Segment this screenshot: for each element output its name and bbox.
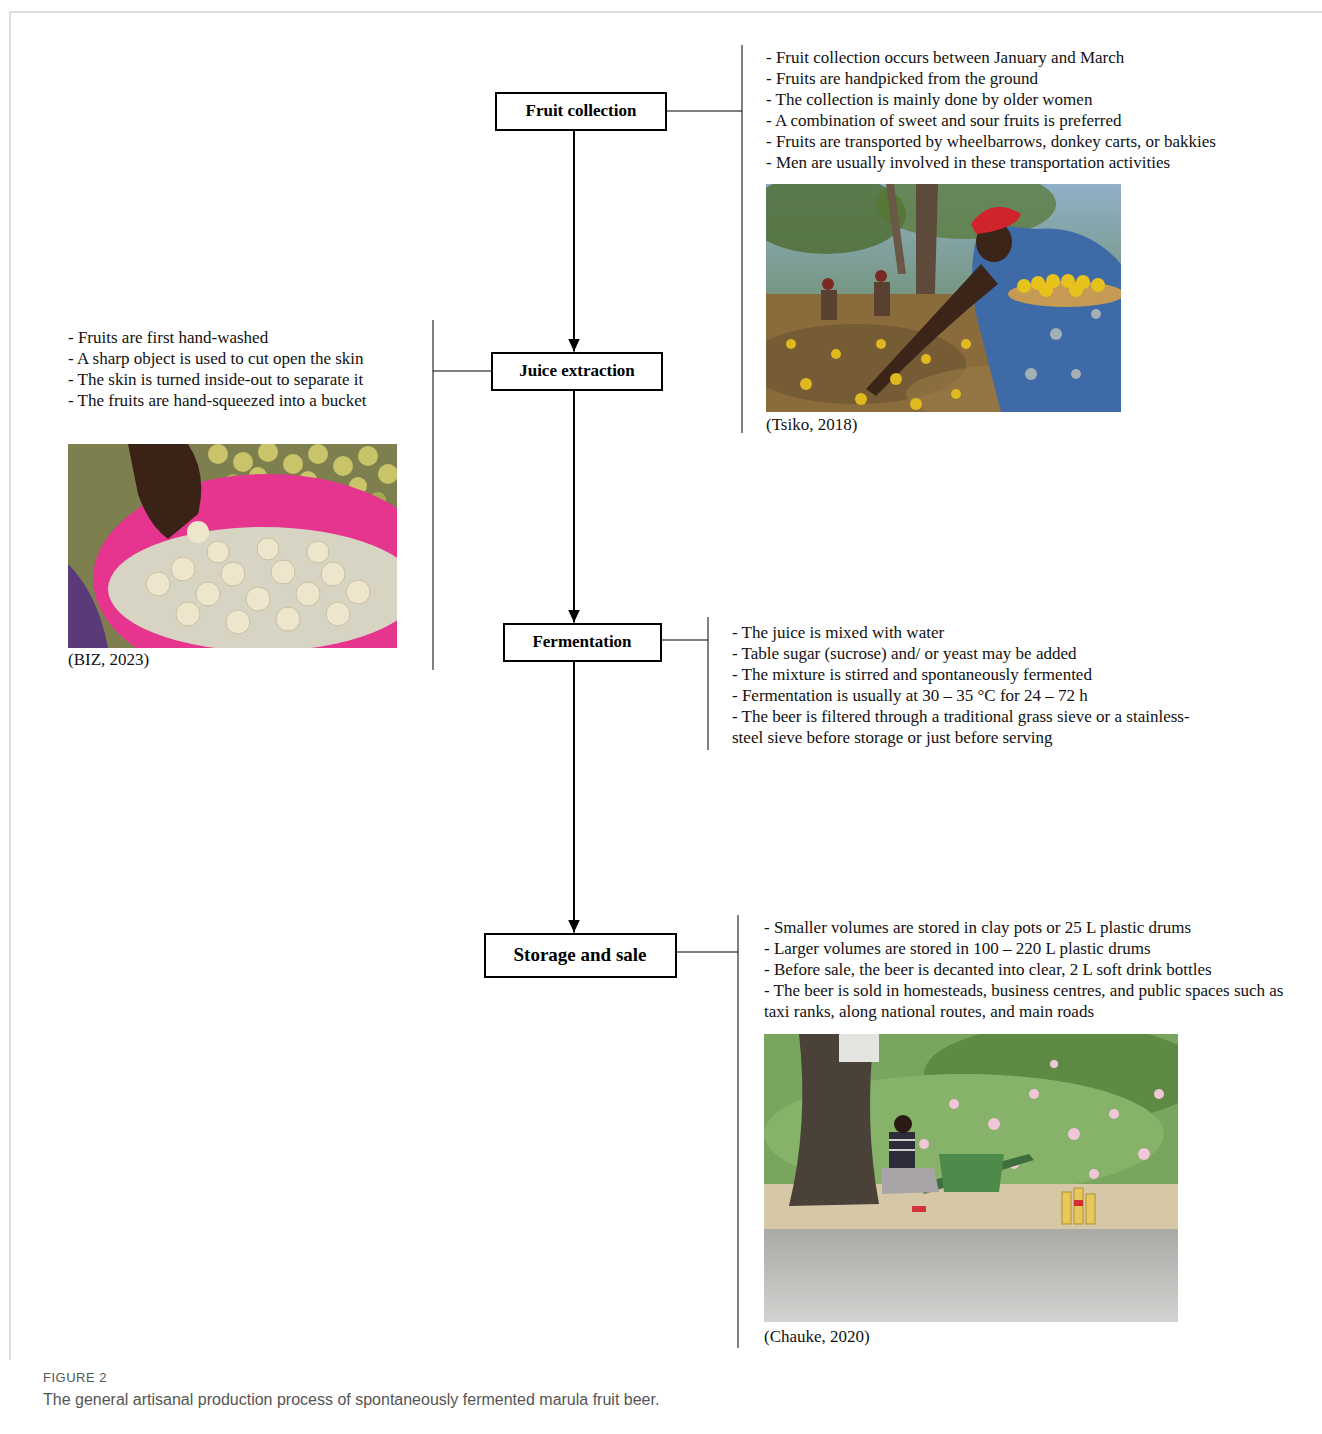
process-label: Storage and sale: [514, 944, 647, 967]
flow-arrow: [573, 131, 575, 352]
bullet-note: - Men are usually involved in these tran…: [766, 152, 1311, 173]
frame-line: [10, 12, 1322, 13]
bullet-note: - The fruits are hand-squeezed into a bu…: [68, 390, 428, 411]
note-group: - Smaller volumes are stored in clay pot…: [764, 917, 1287, 1022]
process-label: Juice extraction: [519, 361, 635, 381]
note-group: (BIZ, 2023): [68, 649, 368, 670]
bullet-note: - Fermentation is usually at 30 – 35 °C …: [732, 685, 1197, 706]
process-box: Storage and sale: [484, 933, 677, 978]
process-box: Fruit collection: [495, 92, 667, 131]
bullet-note: - Before sale, the beer is decanted into…: [764, 959, 1287, 980]
note-group: - Fruit collection occurs between Januar…: [766, 47, 1311, 173]
fruit-collection-photo: [766, 184, 1121, 412]
bullet-note: - The beer is sold in homesteads, busine…: [764, 980, 1287, 1022]
photo-credit: (Tsiko, 2018): [766, 414, 1066, 435]
roadside-sale-photo: [764, 1034, 1178, 1322]
flow-arrow: [573, 391, 575, 623]
bullet-note: - Fruit collection occurs between Januar…: [766, 47, 1311, 68]
bullet-note: - Table sugar (sucrose) and/ or yeast ma…: [732, 643, 1197, 664]
juice-extraction-photo: [68, 444, 397, 648]
bullet-note: - The beer is filtered through a traditi…: [732, 706, 1197, 748]
process-label: Fruit collection: [526, 101, 637, 121]
note-group: (Chauke, 2020): [764, 1326, 1064, 1347]
bullet-note: - The collection is mainly done by older…: [766, 89, 1311, 110]
process-label: Fermentation: [532, 632, 631, 652]
bullet-note: - Fruits are transported by wheelbarrows…: [766, 131, 1311, 152]
note-group: - The juice is mixed with water- Table s…: [732, 622, 1197, 748]
note-group: - Fruits are first hand-washed- A sharp …: [68, 327, 428, 411]
bracket-lines: [433, 45, 742, 1348]
bullet-note: - The skin is turned inside-out to separ…: [68, 369, 428, 390]
bullet-note: - The juice is mixed with water: [732, 622, 1197, 643]
photo-credit: (Chauke, 2020): [764, 1326, 1064, 1347]
flow-arrow: [573, 662, 575, 933]
frame-line: [10, 12, 11, 1360]
bullet-note: - Fruits are handpicked from the ground: [766, 68, 1311, 89]
bullet-note: - Smaller volumes are stored in clay pot…: [764, 917, 1287, 938]
figure-caption: The general artisanal production process…: [43, 1390, 659, 1410]
photo-credit: (BIZ, 2023): [68, 649, 368, 670]
figure-number: FIGURE 2: [43, 1370, 107, 1386]
bullet-note: - The mixture is stirred and spontaneous…: [732, 664, 1197, 685]
bullet-note: - A combination of sweet and sour fruits…: [766, 110, 1311, 131]
bullet-note: - Fruits are first hand-washed: [68, 327, 428, 348]
bullet-note: - A sharp object is used to cut open the…: [68, 348, 428, 369]
process-box: Fermentation: [503, 623, 662, 662]
process-box: Juice extraction: [491, 352, 663, 391]
bullet-note: - Larger volumes are stored in 100 – 220…: [764, 938, 1287, 959]
note-group: (Tsiko, 2018): [766, 414, 1066, 435]
